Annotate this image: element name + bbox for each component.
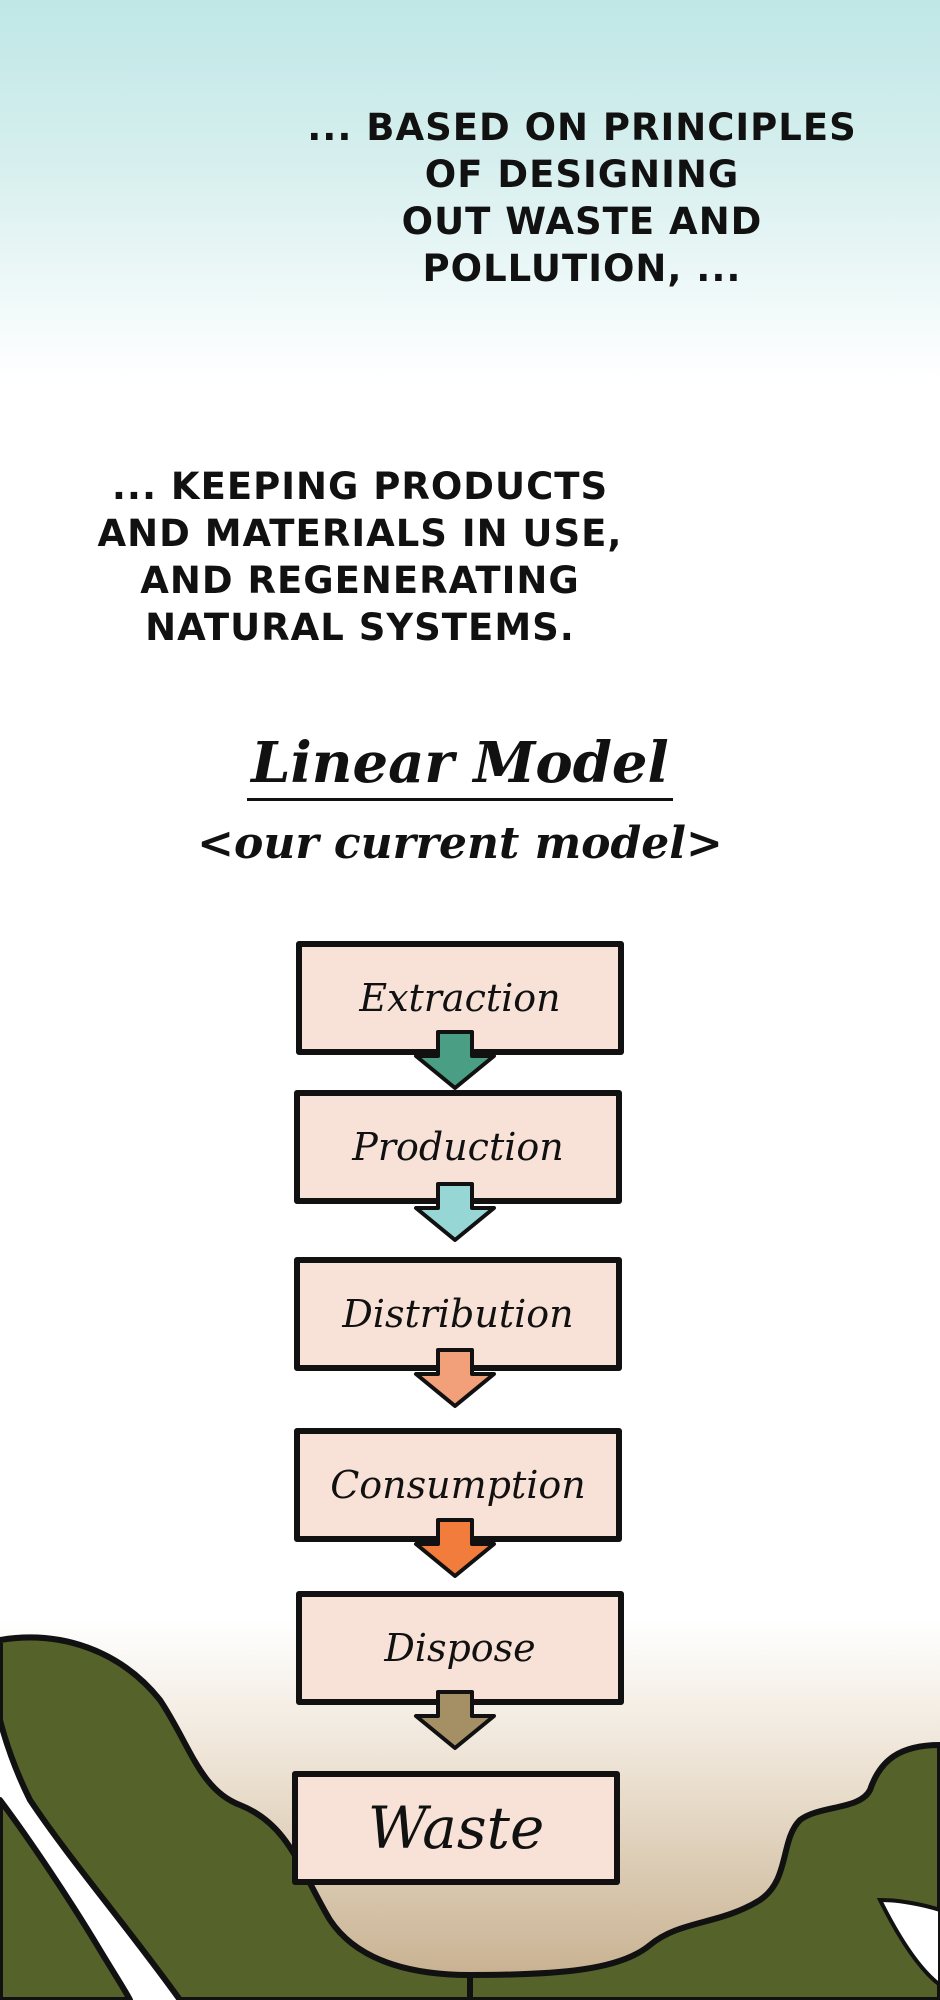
arrow-shape (414, 1518, 496, 1578)
flow-arrow-2 (414, 1182, 496, 1242)
flow-arrow-1 (414, 1030, 496, 1090)
arrow-shape (414, 1348, 496, 1408)
flow-arrow-3 (414, 1348, 496, 1408)
diagram-subtitle: <our current model> (197, 818, 723, 869)
arrow-shape (414, 1182, 496, 1242)
diagram-title-text: Linear Model (247, 730, 673, 801)
arrow-shape (414, 1030, 496, 1090)
flow-arrow-5 (414, 1690, 496, 1750)
right-hill (467, 1742, 940, 2000)
diagram-title: Linear Model (0, 730, 920, 801)
stage-label: Distribution (342, 1292, 574, 1336)
stage-label: Waste (367, 1794, 545, 1862)
stage-label: Production (352, 1125, 564, 1169)
stage-label: Consumption (330, 1463, 586, 1507)
flow-arrow-4 (414, 1518, 496, 1578)
caption-middle: ... KEEPING PRODUCTS AND MATERIALS IN US… (97, 465, 623, 649)
stage-waste: Waste (292, 1771, 620, 1885)
arrow-shape (414, 1690, 496, 1750)
left-hill-lower (0, 1797, 133, 2000)
left-hill (0, 1634, 473, 2000)
stage-dispose: Dispose (296, 1591, 624, 1705)
stage-label: Extraction (359, 976, 561, 1020)
stage-label: Dispose (384, 1626, 536, 1670)
caption-top: ... BASED ON PRINCIPLES OF DESIGNING OUT… (307, 106, 857, 290)
